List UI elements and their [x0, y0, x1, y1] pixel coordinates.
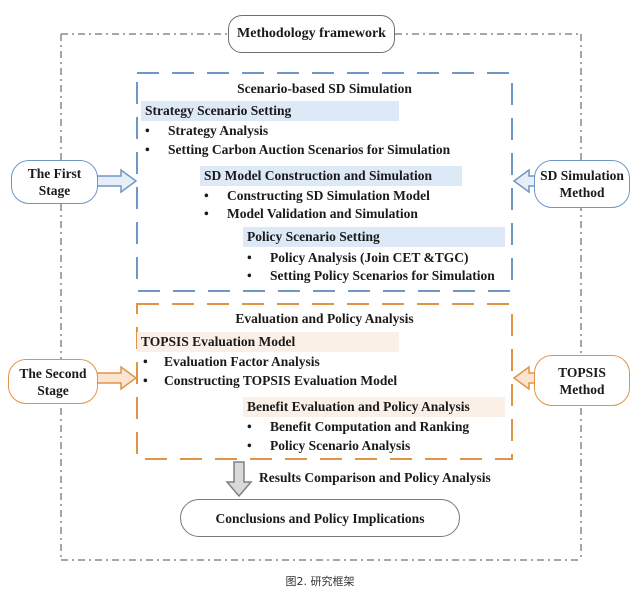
bullet-icon: • [204, 205, 209, 221]
figure-caption: 图2. 研究框架 [285, 575, 355, 588]
topsis-model-heading: TOPSIS Evaluation Model [137, 332, 399, 352]
sd-simulation-method-label: SD Simulation Method [534, 160, 630, 208]
policy-scenario-heading: Policy Scenario Setting [243, 227, 505, 247]
list-item: • Evaluation Factor Analysis [137, 352, 320, 371]
first-stage-label: The First Stage [11, 160, 98, 204]
bullet-icon: • [145, 141, 150, 157]
topsis-method-label: TOPSIS Method [534, 355, 630, 406]
list-item: • Constructing SD Simulation Model [200, 186, 430, 205]
sd-method-arrow-icon [512, 168, 536, 194]
stage2-section-title: Evaluation and Policy Analysis [235, 311, 414, 326]
bullet-icon: • [204, 187, 209, 203]
outer-frame [60, 33, 582, 561]
benefit-evaluation-heading: Benefit Evaluation and Policy Analysis [243, 397, 505, 417]
list-item: • Constructing TOPSIS Evaluation Model [137, 371, 397, 390]
bullet-icon: • [247, 249, 252, 265]
results-comparison-label: Results Comparison and Policy Analysis [259, 470, 491, 485]
stage2-box [136, 303, 513, 460]
bullet-icon: • [143, 353, 148, 369]
bullet-icon: • [247, 437, 252, 453]
bullet-icon: • [247, 267, 252, 283]
second-stage-label: The Second Stage [8, 359, 98, 404]
strategy-scenario-heading: Strategy Scenario Setting [141, 101, 399, 121]
list-item: • Benefit Computation and Ranking [243, 417, 469, 436]
list-item: • Model Validation and Simulation [200, 204, 418, 223]
stage1-box [136, 72, 513, 292]
sd-model-heading: SD Model Construction and Simulation [200, 166, 462, 186]
stage1-arrow-icon [96, 168, 138, 194]
bullet-icon: • [145, 122, 150, 138]
bullet-icon: • [247, 418, 252, 434]
bullet-icon: • [143, 372, 148, 388]
list-item: • Strategy Analysis [141, 121, 268, 140]
down-arrow-icon [225, 461, 253, 498]
topsis-method-arrow-icon [512, 365, 536, 391]
list-item: • Policy Analysis (Join CET &TGC) [243, 248, 469, 267]
stage1-section-title: Scenario-based SD Simulation [237, 81, 412, 96]
list-item: • Setting Carbon Auction Scenarios for S… [141, 140, 450, 159]
list-item: • Setting Policy Scenarios for Simulatio… [243, 266, 495, 285]
stage2-arrow-icon [96, 365, 138, 391]
conclusions-box: Conclusions and Policy Implications [180, 499, 460, 537]
framework-title: Methodology framework [228, 15, 395, 53]
list-item: • Policy Scenario Analysis [243, 436, 410, 455]
